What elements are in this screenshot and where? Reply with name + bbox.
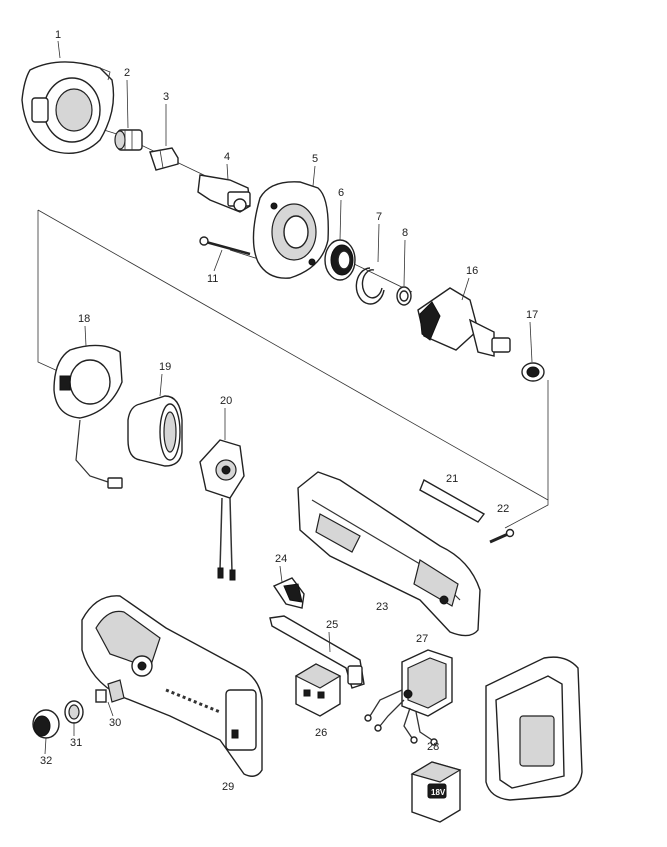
part-label-23: 24: [275, 553, 287, 565]
part-16-armature: [417, 287, 511, 357]
part-label-26: 26: [315, 727, 327, 739]
part-label-29: 29: [222, 781, 234, 793]
part-1-housing-cover: [21, 61, 115, 154]
part-6-ball-bearing: [324, 239, 356, 281]
part-20-switch-controller: [199, 439, 245, 581]
part-11-screw: [199, 236, 251, 256]
part-label-32: 32: [40, 755, 52, 767]
part-label-22: 22: [497, 503, 509, 515]
part-30-lock-screw: [95, 679, 125, 703]
part-31-cap: [64, 700, 84, 724]
terminal-voltage-mark: 18V: [431, 788, 446, 797]
part-4-spindle: [197, 174, 251, 213]
part-21-label-plate: [419, 478, 486, 523]
part-8-small-ring: [396, 286, 412, 306]
part-label-28: 28: [427, 741, 439, 753]
part-3-collet-cone: [149, 147, 179, 171]
part-label-7: 7: [376, 211, 382, 223]
part-2-collet-nut: [114, 129, 143, 151]
part-label-11: 11: [207, 273, 218, 285]
part-label-30: 30: [109, 717, 121, 729]
part-label-5: 5: [312, 153, 318, 165]
part-24-motor-housing: [297, 471, 481, 637]
part-label-25: 25: [326, 619, 338, 631]
part-28-battery-terminal: 18V: [410, 761, 462, 823]
part-label-3: 3: [163, 91, 169, 103]
battery-pack: [485, 656, 583, 801]
part-19-stator-coil: [127, 395, 183, 467]
part-label-27: 27: [416, 633, 428, 645]
part-26-switch-block: [294, 663, 342, 717]
part-5-bearing-box: [252, 181, 329, 279]
part-label-16: 16: [466, 265, 478, 277]
part-label-21: 21: [446, 473, 458, 485]
part-label-24: 23: [376, 601, 388, 613]
part-32-knob: [32, 709, 60, 739]
part-label-31: 31: [70, 737, 82, 749]
part-27-controller: [364, 649, 453, 746]
part-17-bearing: [521, 362, 545, 382]
part-23-switch-lever: [272, 577, 305, 609]
part-label-18: 18: [78, 313, 90, 325]
part-29-housing: [81, 595, 263, 777]
assembly-guide-lines: [37, 119, 549, 529]
part-label-4: 4: [224, 151, 230, 163]
part-7-retaining-ring: [355, 267, 385, 305]
part-label-1: 1: [55, 29, 61, 41]
part-label-17: 17: [526, 309, 538, 321]
part-25-switch-bar: [269, 615, 365, 689]
part-label-2: 2: [124, 67, 130, 79]
part-label-20: 20: [220, 395, 232, 407]
part-label-6: 6: [338, 187, 344, 199]
part-22-screw: [489, 528, 515, 544]
part-label-8: 8: [402, 227, 408, 239]
part-18-sensor-ring: [53, 344, 123, 489]
part-label-19: 19: [159, 361, 171, 373]
